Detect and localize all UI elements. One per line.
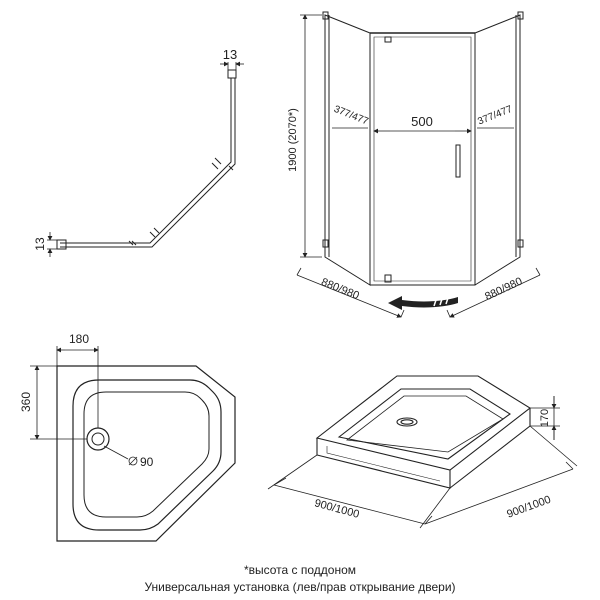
profile-view (47, 61, 244, 257)
enclosure-base-left-label: 880/980 (319, 276, 360, 302)
profile-dim-left (47, 232, 57, 257)
enclosure-side-left-label: 377/477 (332, 104, 370, 128)
tray-3d-height-label: 170 (539, 409, 551, 427)
profile-dim-top (220, 61, 244, 70)
tray-drain-y-label: 360 (19, 392, 33, 412)
enclosure-frame (322, 11, 524, 286)
enclosure-base-right-label: 880/980 (483, 275, 524, 303)
profile-outline (56, 69, 237, 250)
tray-dim-drain-x (56, 346, 99, 428)
tray-drain-x-label: 180 (69, 332, 89, 346)
height-footnote: *высота с поддоном (243, 563, 357, 577)
tray-drain-inner (91, 432, 105, 446)
enclosure-dim-base (296, 267, 541, 318)
tray-rim-inner (83, 391, 210, 518)
profile-dim-left-label: 13 (33, 237, 47, 251)
installation-note: Универсальная установка (лев/прав открыв… (144, 580, 456, 594)
tray-rim-outer (72, 379, 222, 531)
tray-outer-outline (56, 365, 236, 542)
tray-plan-view (30, 346, 236, 542)
tray-dim-drain-y (30, 365, 87, 440)
tray-drain-diameter-label: 90 (140, 455, 154, 469)
enclosure-height-label: 1900 (2070*) (287, 108, 299, 172)
enclosure-side-right-label: 377/477 (476, 104, 514, 128)
door-swing-arrow-icon (388, 296, 458, 310)
tray-3d-body (315, 375, 531, 489)
enclosure-dim-height (300, 14, 322, 258)
tray-3d-width-right-label: 900/1000 (505, 494, 552, 521)
tray-dim-drain-diameter (103, 445, 138, 466)
enclosure-view (296, 11, 541, 318)
enclosure-door-width-label: 500 (411, 114, 433, 129)
profile-dim-top-label: 13 (223, 47, 237, 62)
tray-3d-dim-height (530, 396, 560, 440)
tray-3d-view (267, 375, 578, 529)
tray-3d-dim-width (267, 425, 578, 529)
